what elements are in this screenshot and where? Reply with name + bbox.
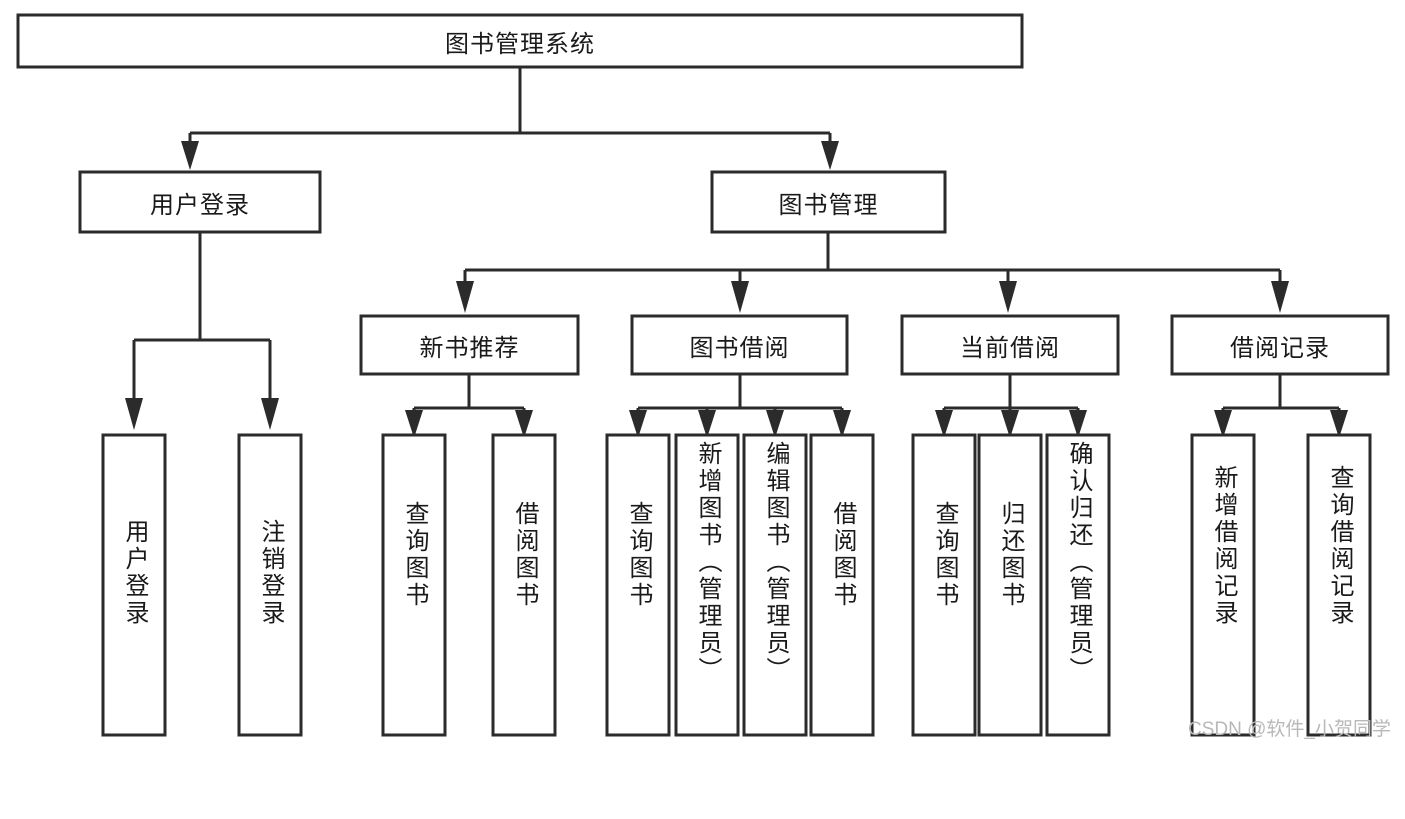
node-box-leaf-confirm-return[interactable] <box>1045 433 1111 737</box>
node-box-leaf-add-record[interactable] <box>1190 433 1256 737</box>
arrow-to-book-manage <box>821 141 839 170</box>
connector-group-current-borrow <box>935 374 1087 438</box>
arrow-to-leaf-query-book-2 <box>629 410 647 438</box>
arrow-to-leaf-query-book-3 <box>935 410 953 438</box>
node-box-current-borrow[interactable] <box>900 314 1120 376</box>
diagram-canvas: 图书管理系统 用户登录 图书管理 新书推荐 图书借阅 当前借阅 借阅记录 用户登… <box>16 13 1391 740</box>
node-box-root[interactable] <box>16 13 1024 69</box>
arrow-to-leaf-return-book <box>1001 410 1019 438</box>
arrow-to-leaf-add-record <box>1214 410 1232 438</box>
arrow-to-new-book-recommend <box>456 281 474 313</box>
node-box-leaf-query-record[interactable] <box>1306 433 1372 737</box>
node-box-user-login[interactable] <box>78 170 322 234</box>
node-box-leaf-query-book-3[interactable] <box>911 433 977 737</box>
connector-group-book-manage <box>456 232 1289 313</box>
connector-group-borrow-record <box>1214 374 1348 438</box>
arrow-to-user-login <box>181 141 199 170</box>
node-box-leaf-user-logout[interactable] <box>237 433 303 737</box>
connector-group-user-login <box>125 232 279 430</box>
node-box-new-book-recommend[interactable] <box>359 314 580 376</box>
arrow-to-leaf-confirm-return <box>1069 410 1087 438</box>
connector-group-new-book-recommend <box>405 374 533 438</box>
connector-group-book-borrow <box>629 374 851 438</box>
arrow-to-leaf-user-logout <box>261 398 279 430</box>
node-box-leaf-query-book-1[interactable] <box>381 433 447 737</box>
diagram-svg <box>16 13 1390 737</box>
node-box-book-manage[interactable] <box>710 170 947 234</box>
arrow-to-leaf-borrow-book-1 <box>515 410 533 438</box>
arrow-to-leaf-query-book-1 <box>405 410 423 438</box>
arrow-to-leaf-add-book <box>698 410 716 438</box>
node-box-book-borrow[interactable] <box>630 314 849 376</box>
arrow-to-current-borrow <box>999 281 1017 313</box>
node-box-leaf-return-book[interactable] <box>977 433 1043 737</box>
arrow-to-borrow-record <box>1271 281 1289 313</box>
arrow-to-leaf-user-login <box>125 398 143 430</box>
arrow-to-leaf-query-record <box>1330 410 1348 438</box>
arrow-to-leaf-borrow-book-2 <box>833 410 851 438</box>
node-box-leaf-edit-book[interactable] <box>742 433 808 737</box>
node-box-leaf-borrow-book-2[interactable] <box>809 433 875 737</box>
node-box-borrow-record[interactable] <box>1170 314 1390 376</box>
node-box-leaf-query-book-2[interactable] <box>605 433 671 737</box>
node-box-leaf-borrow-book-1[interactable] <box>491 433 557 737</box>
arrow-to-book-borrow <box>731 281 749 313</box>
connector-group-root <box>181 67 839 170</box>
node-box-leaf-add-book[interactable] <box>674 433 740 737</box>
node-box-leaf-user-login[interactable] <box>101 433 167 737</box>
arrow-to-leaf-edit-book <box>766 410 784 438</box>
